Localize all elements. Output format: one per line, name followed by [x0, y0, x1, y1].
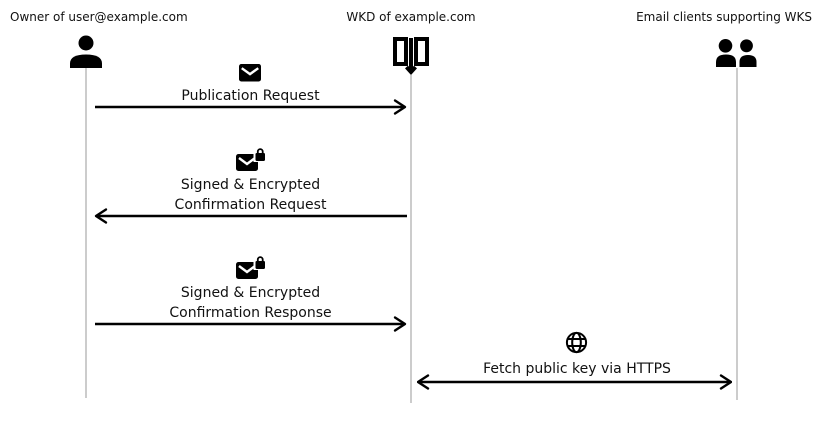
message-label: Signed & Encrypted — [180, 177, 321, 193]
globe-icon — [565, 331, 588, 354]
open-book-icon — [392, 36, 430, 76]
message-label: Signed & Encrypted — [180, 285, 321, 301]
lifeline-clients — [736, 68, 738, 400]
message-label: Confirmation Request — [174, 197, 327, 213]
lifeline-wkd — [410, 75, 412, 403]
message-label: Confirmation Response — [169, 305, 332, 321]
message-arrow-right — [95, 99, 407, 115]
mail-icon — [239, 64, 261, 82]
people-icon — [715, 39, 759, 67]
lifeline-owner — [85, 68, 87, 398]
message-arrow-right — [95, 316, 407, 332]
actor-label-owner: Owner of user@example.com — [10, 10, 188, 24]
actor-label-clients: Email clients supporting WKS — [636, 10, 812, 24]
message-arrow-both — [417, 374, 732, 390]
person-icon — [68, 35, 104, 68]
mail-lock-icon — [236, 148, 266, 173]
message-label: Publication Request — [181, 88, 320, 104]
message-arrow-left — [94, 208, 407, 224]
mail-lock-icon — [236, 256, 266, 281]
actor-label-wkd: WKD of example.com — [346, 10, 476, 24]
message-label: Fetch public key via HTTPS — [483, 361, 671, 377]
